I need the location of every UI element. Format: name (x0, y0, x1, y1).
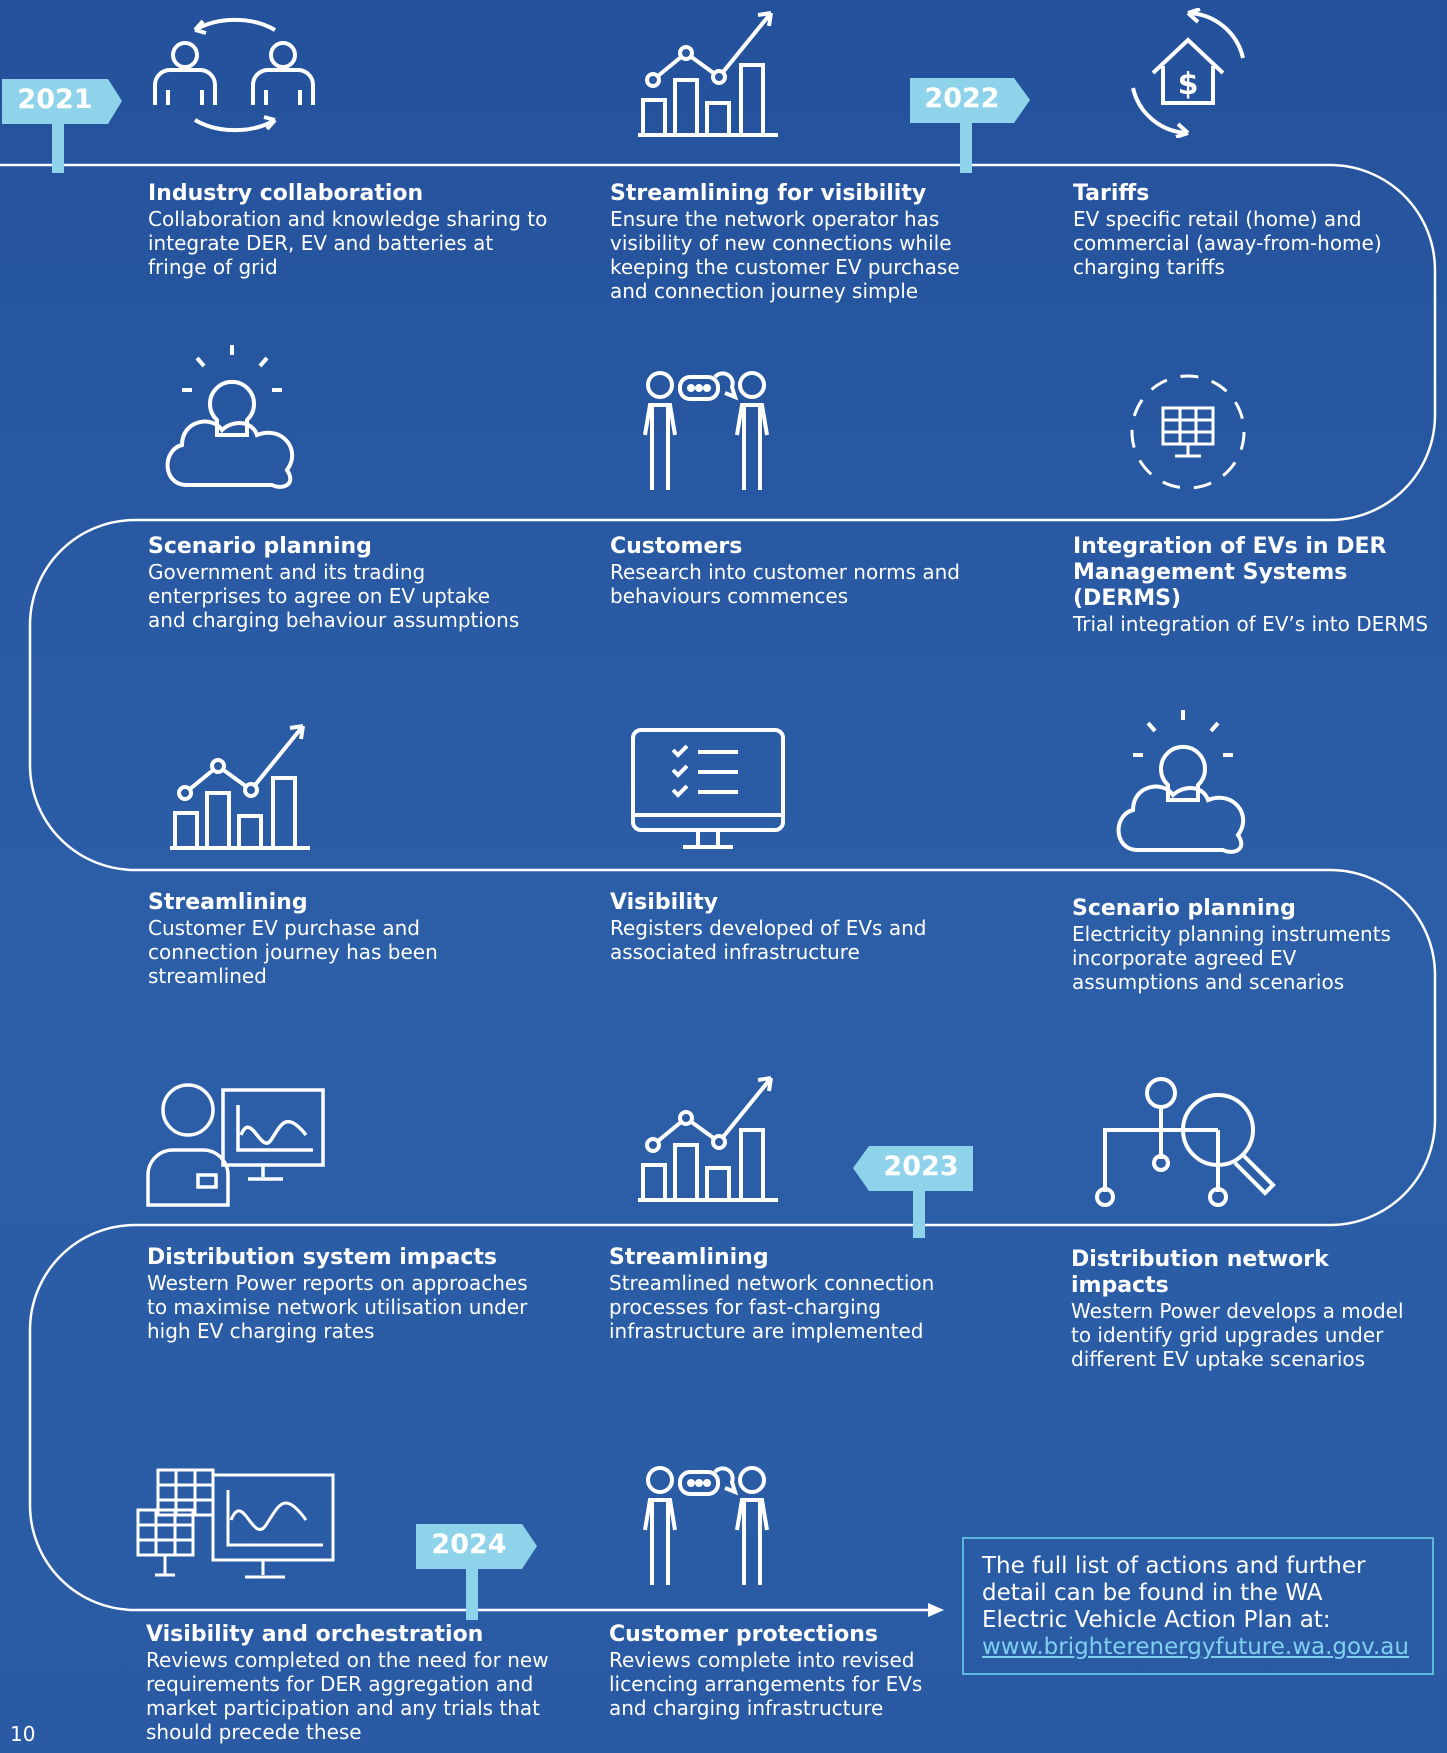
timeline-item: Streamlining for visibility Ensure the n… (610, 181, 980, 303)
page-number: 10 (10, 1722, 36, 1746)
growth-chart-icon (638, 11, 778, 137)
item-description: Customer EV purchase and connection jour… (148, 916, 438, 988)
solar-analytics-icon (136, 1468, 335, 1579)
item-title: Scenario planning (1072, 896, 1296, 921)
item-title: Scenario planning (148, 534, 372, 559)
timeline-item: Tariffs EV specific retail (home) and co… (1073, 181, 1413, 279)
action-plan-note: The full list of actions and further det… (962, 1537, 1434, 1675)
item-title: Customer protections (609, 1622, 879, 1647)
item-description: Western Power develops a model to identi… (1071, 1299, 1404, 1371)
item-description: Reviews complete into revised licencing … (609, 1648, 923, 1720)
item-title: Visibility (610, 890, 719, 915)
item-description: Registers developed of EVs and associate… (610, 916, 927, 964)
item-description: Government and its trading enterprises t… (148, 560, 520, 632)
timeline-item: Industry collaboration Collaboration and… (148, 181, 548, 279)
collaboration-icon (153, 17, 315, 133)
year-flag-2023: 2023 (883, 1151, 959, 1182)
analyst-monitor-icon (146, 1083, 325, 1207)
item-title: Streamlining (609, 1245, 769, 1270)
year-flag-2022: 2022 (924, 83, 1000, 114)
item-title: Tariffs (1073, 181, 1150, 206)
item-description: Reviews completed on the need for new re… (146, 1648, 549, 1744)
item-title: Streamlining (148, 890, 308, 915)
timeline-item: Distribution network impacts Western Pow… (1071, 1247, 1421, 1371)
item-title: Integration of EVs in DER Management Sys… (1073, 534, 1387, 611)
growth-chart-icon (170, 724, 310, 850)
year-flag-2021: 2021 (17, 84, 93, 115)
customers-conversation-icon (643, 1466, 769, 1585)
item-title: Visibility and orchestration (146, 1622, 484, 1647)
timeline-item: Streamlining Customer EV purchase and co… (148, 890, 478, 988)
timeline-item: Scenario planning Electricity planning i… (1072, 896, 1412, 994)
item-description: Research into customer norms and behavio… (610, 560, 960, 608)
year-flag-2024: 2024 (431, 1529, 507, 1560)
timeline-item: Scenario planning Government and its tra… (148, 534, 528, 632)
timeline-item: Visibility Registers developed of EVs an… (610, 890, 960, 964)
item-description: Collaboration and knowledge sharing to i… (148, 207, 548, 279)
solar-panel-cycle-icon (1130, 374, 1246, 490)
growth-chart-icon (638, 1076, 778, 1202)
item-description: Western Power reports on approaches to m… (147, 1271, 528, 1343)
item-description: Electricity planning instruments incorpo… (1072, 922, 1391, 994)
action-plan-link[interactable]: www.brighterenergyfuture.wa.gov.au (982, 1634, 1409, 1660)
timeline-item: Customer protections Reviews complete in… (609, 1622, 949, 1720)
lightbulb-brain-icon (165, 345, 295, 489)
item-title: Distribution network impacts (1071, 1247, 1329, 1298)
timeline-item: Distribution system impacts Western Powe… (147, 1245, 547, 1343)
item-description: EV specific retail (home) and commercial… (1073, 207, 1382, 279)
item-title: Customers (610, 534, 743, 559)
customers-conversation-icon (643, 371, 769, 490)
svg-text:$: $ (1178, 67, 1199, 102)
note-text: The full list of actions and further det… (982, 1553, 1366, 1633)
timeline-item: Streamlining Streamlined network connect… (609, 1245, 979, 1343)
monitor-checklist-icon (631, 728, 785, 849)
item-title: Streamlining for visibility (610, 181, 927, 206)
timeline-item: Visibility and orchestration Reviews com… (146, 1622, 556, 1744)
item-title: Industry collaboration (148, 181, 424, 206)
lightbulb-brain-icon (1116, 710, 1246, 854)
item-description: Streamlined network connection processes… (609, 1271, 935, 1343)
timeline-item: Customers Research into customer norms a… (610, 534, 990, 608)
timeline-item: Integration of EVs in DER Management Sys… (1073, 534, 1443, 636)
item-title: Distribution system impacts (147, 1245, 497, 1270)
item-description: Trial integration of EV’s into DERMS (1073, 612, 1429, 636)
network-search-icon (1095, 1077, 1276, 1207)
item-description: Ensure the network operator has visibili… (610, 207, 960, 303)
tariff-house-icon: $ (1131, 8, 1245, 138)
